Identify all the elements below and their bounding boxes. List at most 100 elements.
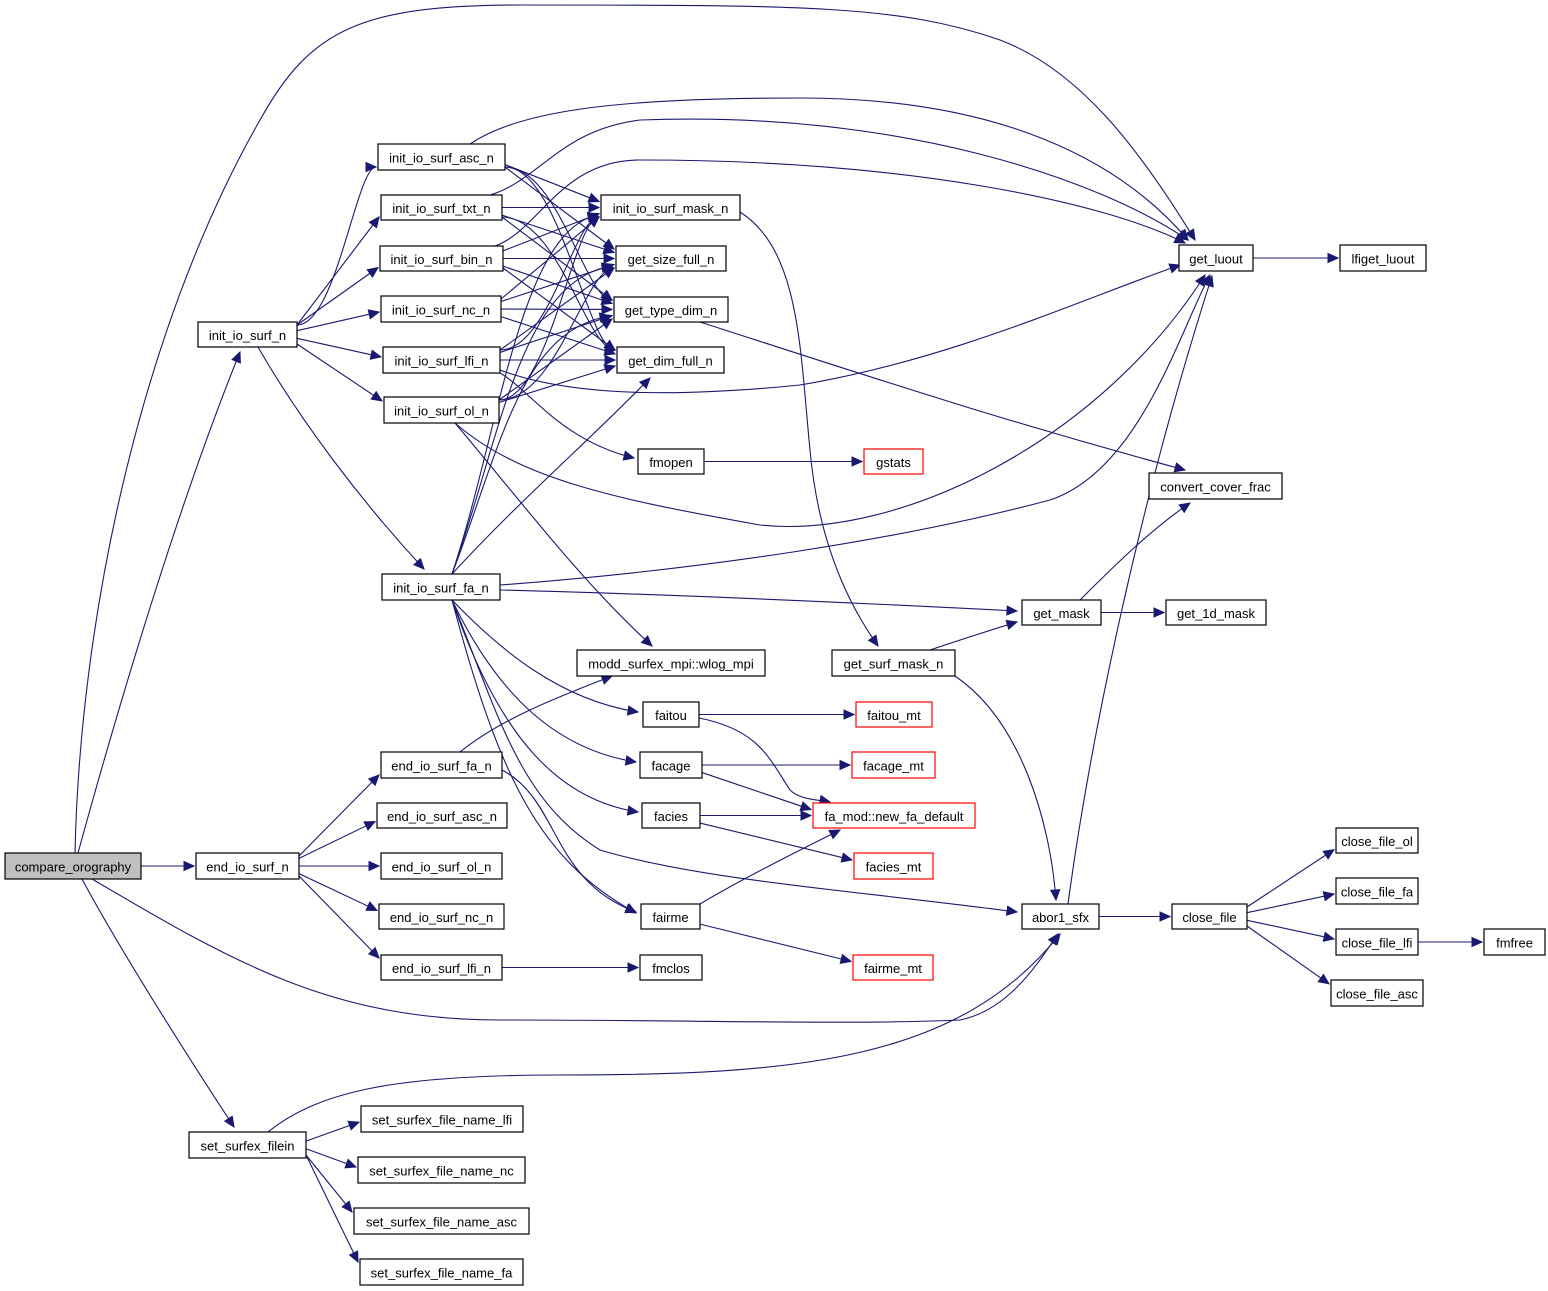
node-box	[360, 1105, 524, 1133]
arrowhead-icon	[365, 901, 379, 911]
node-close-file-asc[interactable]: close_file_asc	[1330, 979, 1424, 1007]
arrowhead-icon	[839, 953, 853, 964]
node-lfiget-luout[interactable]: lfiget_luout	[1339, 244, 1427, 272]
node-label: close_file_lfi	[1342, 936, 1413, 951]
arrowhead-icon	[223, 1115, 235, 1129]
edge-line	[499, 267, 615, 351]
arrowhead-icon	[627, 962, 640, 973]
edge-init_io_surf_asc_n-to-get_luout	[469, 97, 1189, 241]
node-set-surfex-file-name-nc[interactable]: set_surfex_file_name_nc	[357, 1156, 526, 1184]
node-label: init_io_surf_txt_n	[392, 201, 490, 216]
arrowhead-icon	[367, 309, 381, 320]
edge-line	[499, 589, 1018, 612]
node-fairme-mt[interactable]: fairme_mt	[852, 954, 934, 981]
node-box	[1330, 979, 1424, 1007]
node-get-type-dim-n[interactable]: get_type_dim_n	[613, 296, 729, 323]
arrowhead-icon	[1049, 889, 1061, 902]
node-close-file-lfi[interactable]: close_file_lfi	[1335, 928, 1419, 956]
node-init-io-surf-mask-n[interactable]: init_io_surf_mask_n	[600, 194, 741, 221]
arrowhead-icon	[368, 860, 381, 872]
node-box	[1335, 928, 1419, 956]
node-faitou-mt[interactable]: faitou_mt	[855, 701, 933, 728]
node-label: faitou_mt	[867, 708, 921, 723]
node-set-surfex-filein[interactable]: set_surfex_filein	[188, 1131, 307, 1159]
node-close-file-fa[interactable]: close_file_fa	[1335, 877, 1419, 905]
edge-end_io_surf_n-to-end_io_surf_ol_n	[299, 860, 381, 872]
edge-set_surfex_filein-to-set_surfex_file_name_lfi	[305, 1120, 361, 1142]
edge-line	[500, 216, 600, 300]
arrowhead-icon	[867, 634, 879, 648]
arrowhead-icon	[348, 1250, 359, 1264]
edge-line	[267, 933, 1061, 1133]
arrowhead-icon	[604, 354, 617, 366]
node-faitou[interactable]: faitou	[642, 701, 700, 728]
arrowhead-icon	[800, 810, 813, 821]
node-set-surfex-file-name-fa[interactable]: set_surfex_file_name_fa	[359, 1258, 524, 1286]
node-init-io-surf-bin-n[interactable]: init_io_surf_bin_n	[379, 245, 504, 272]
node-facies-mt[interactable]: facies_mt	[853, 852, 934, 880]
node-init-io-surf-ol-n[interactable]: init_io_surf_ol_n	[383, 396, 500, 424]
node-label: init_io_surf_nc_n	[392, 303, 490, 318]
node-close-file-ol[interactable]: close_file_ol	[1335, 827, 1419, 854]
node-new-fa-default[interactable]: fa_mod::new_fa_default	[812, 802, 976, 829]
edge-abor1_sfx-to-close_file	[1099, 911, 1172, 922]
node-label: facies_mt	[866, 860, 922, 875]
edge-end_io_surf_fa_n-to-wlog_mpi	[459, 674, 614, 753]
node-fmclos[interactable]: fmclos	[639, 954, 703, 981]
arrowhead-icon	[1153, 607, 1166, 618]
edge-init_io_surf_lfi_n-to-get_luout	[499, 263, 1182, 394]
node-init-io-surf-nc-n[interactable]: init_io_surf_nc_n	[380, 295, 502, 323]
node-init-io-surf-n[interactable]: init_io_surf_n	[197, 321, 298, 348]
edge-init_io_surf_txt_n-to-init_io_surf_mask_n	[502, 202, 601, 213]
node-facies[interactable]: facies	[641, 802, 701, 829]
node-wlog-mpi[interactable]: modd_surfex_mpi::wlog_mpi	[576, 649, 766, 677]
node-facage[interactable]: facage	[639, 751, 703, 779]
node-gstats[interactable]: gstats	[863, 448, 924, 475]
node-fairme[interactable]: fairme	[640, 903, 701, 930]
node-get-1d-mask[interactable]: get_1d_mask	[1165, 599, 1267, 626]
arrowhead-icon	[1178, 502, 1192, 514]
node-abor1-sfx[interactable]: abor1_sfx	[1021, 903, 1100, 930]
node-get-surf-mask-n[interactable]: get_surf_mask_n	[831, 649, 956, 677]
edge-init_io_surf_fa_n-to-abor1_sfx	[451, 599, 1019, 916]
node-init-io-surf-fa-n[interactable]: init_io_surf_fa_n	[381, 573, 501, 601]
node-label: get_1d_mask	[1177, 606, 1256, 621]
node-close-file[interactable]: close_file	[1171, 903, 1248, 930]
node-convert-cover-frac[interactable]: convert_cover_frac	[1148, 472, 1283, 500]
edge-end_io_surf_n-to-end_io_surf_nc_n	[298, 873, 379, 911]
node-end-io-surf-fa-n[interactable]: end_io_surf_fa_n	[380, 751, 503, 779]
edge-line	[499, 315, 613, 353]
arrowhead-icon	[1471, 936, 1484, 948]
node-fmfree[interactable]: fmfree	[1483, 928, 1546, 956]
node-init-io-surf-lfi-n[interactable]: init_io_surf_lfi_n	[382, 346, 501, 374]
node-set-surfex-file-name-lfi[interactable]: set_surfex_file_name_lfi	[360, 1105, 524, 1133]
node-get-dim-full-n[interactable]: get_dim_full_n	[616, 346, 725, 374]
node-end-io-surf-n[interactable]: end_io_surf_n	[195, 852, 300, 880]
edge-init_io_surf_n-to-init_io_surf_nc_n	[296, 309, 381, 332]
node-box	[1339, 244, 1427, 272]
node-get-mask[interactable]: get_mask	[1021, 599, 1102, 626]
node-get-luout[interactable]: get_luout	[1178, 244, 1254, 272]
node-box	[851, 751, 936, 779]
node-end-io-surf-lfi-n[interactable]: end_io_surf_lfi_n	[380, 954, 503, 981]
node-fmopen[interactable]: fmopen	[637, 448, 705, 475]
node-end-io-surf-ol-n[interactable]: end_io_surf_ol_n	[380, 852, 503, 880]
node-init-io-surf-asc-n[interactable]: init_io_surf_asc_n	[377, 143, 506, 171]
node-label: convert_cover_frac	[1160, 480, 1271, 495]
node-facage-mt[interactable]: facage_mt	[851, 751, 936, 779]
edge-init_io_surf_fa_n-to-get_dim_full_n	[451, 377, 651, 575]
node-init-io-surf-txt-n[interactable]: init_io_surf_txt_n	[380, 194, 503, 221]
node-box	[188, 1131, 307, 1159]
node-get-size-full-n[interactable]: get_size_full_n	[615, 245, 727, 272]
edge-init_io_surf_fa_n-to-init_io_surf_mask_n	[451, 211, 600, 575]
edge-get_surf_mask_n-to-get_mask	[929, 619, 1019, 651]
edge-line	[1246, 925, 1330, 985]
node-end-io-surf-asc-n[interactable]: end_io_surf_asc_n	[376, 802, 508, 829]
node-box	[812, 802, 976, 829]
node-label: end_io_surf_asc_n	[387, 809, 497, 824]
edge-line	[257, 346, 425, 570]
edge-compare_orography-to-set_surfex_filein	[81, 878, 235, 1129]
node-label: get_mask	[1033, 606, 1090, 621]
node-end-io-surf-nc-n[interactable]: end_io_surf_nc_n	[378, 903, 505, 930]
node-set-surfex-file-name-asc[interactable]: set_surfex_file_name_asc	[353, 1207, 530, 1235]
